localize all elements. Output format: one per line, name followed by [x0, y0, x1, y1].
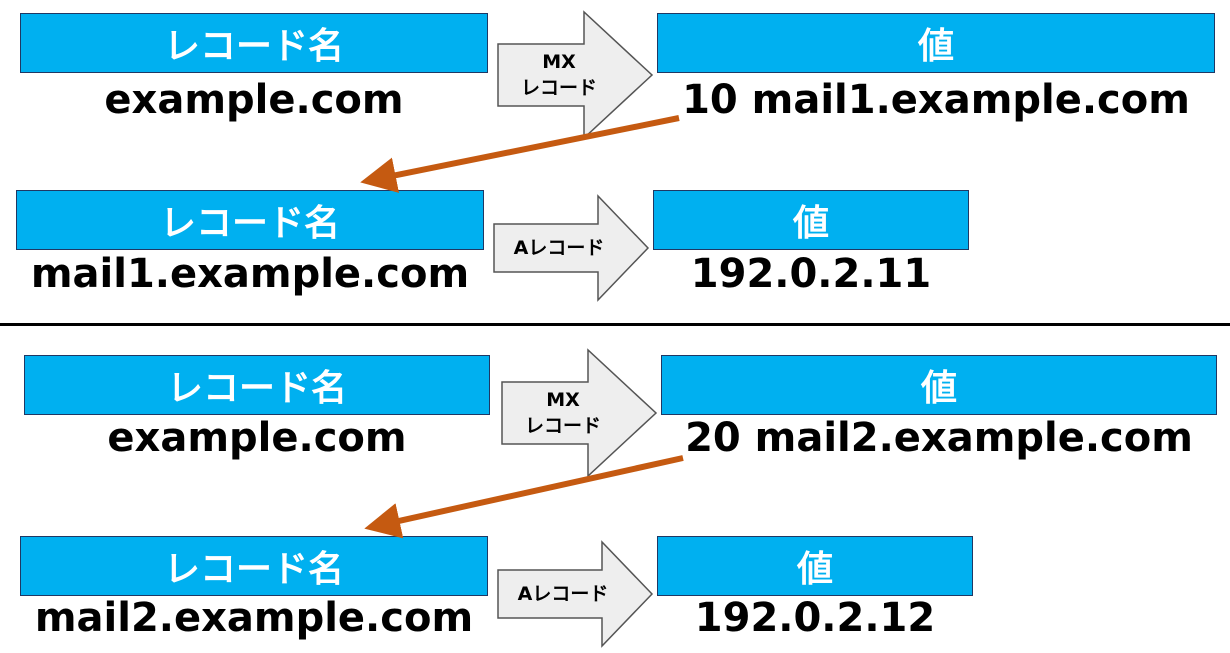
value-header: 値 — [661, 355, 1217, 415]
record-type-label: Aレコード — [517, 583, 609, 605]
mx-record-arrow: MX レコード — [500, 348, 660, 478]
record-value: 20 mail2.example.com — [685, 415, 1193, 461]
link-arrow-mail2 — [364, 455, 684, 539]
record-value: 192.0.2.12 — [694, 595, 936, 641]
link-arrow-mail1 — [360, 115, 680, 193]
record-name-header: レコード名 — [16, 190, 484, 250]
record-type-label-sub: レコード — [520, 77, 597, 99]
mx-record-arrow: MX レコード — [496, 10, 656, 140]
record-name-header: レコード名 — [24, 355, 490, 415]
value-header: 値 — [653, 190, 969, 250]
record-value: 192.0.2.11 — [690, 251, 932, 297]
a-record-arrow: Aレコード — [496, 540, 656, 648]
record-value: 10 mail1.example.com — [682, 77, 1190, 123]
record-type-label: Aレコード — [513, 237, 605, 259]
record-type-label: MX — [542, 51, 576, 73]
record-name-value: example.com — [107, 415, 407, 461]
value-header: 値 — [657, 13, 1215, 73]
record-name-value: example.com — [104, 77, 404, 123]
record-name-value: mail2.example.com — [34, 595, 474, 641]
record-name-header: レコード名 — [20, 536, 488, 596]
record-name-header: レコード名 — [20, 13, 488, 73]
record-type-label: MX — [546, 389, 580, 411]
record-name-value: mail1.example.com — [30, 251, 470, 297]
section-divider — [0, 323, 1230, 326]
a-record-arrow: Aレコード — [492, 194, 652, 302]
value-header: 値 — [657, 536, 973, 596]
record-type-label-sub: レコード — [524, 415, 601, 437]
